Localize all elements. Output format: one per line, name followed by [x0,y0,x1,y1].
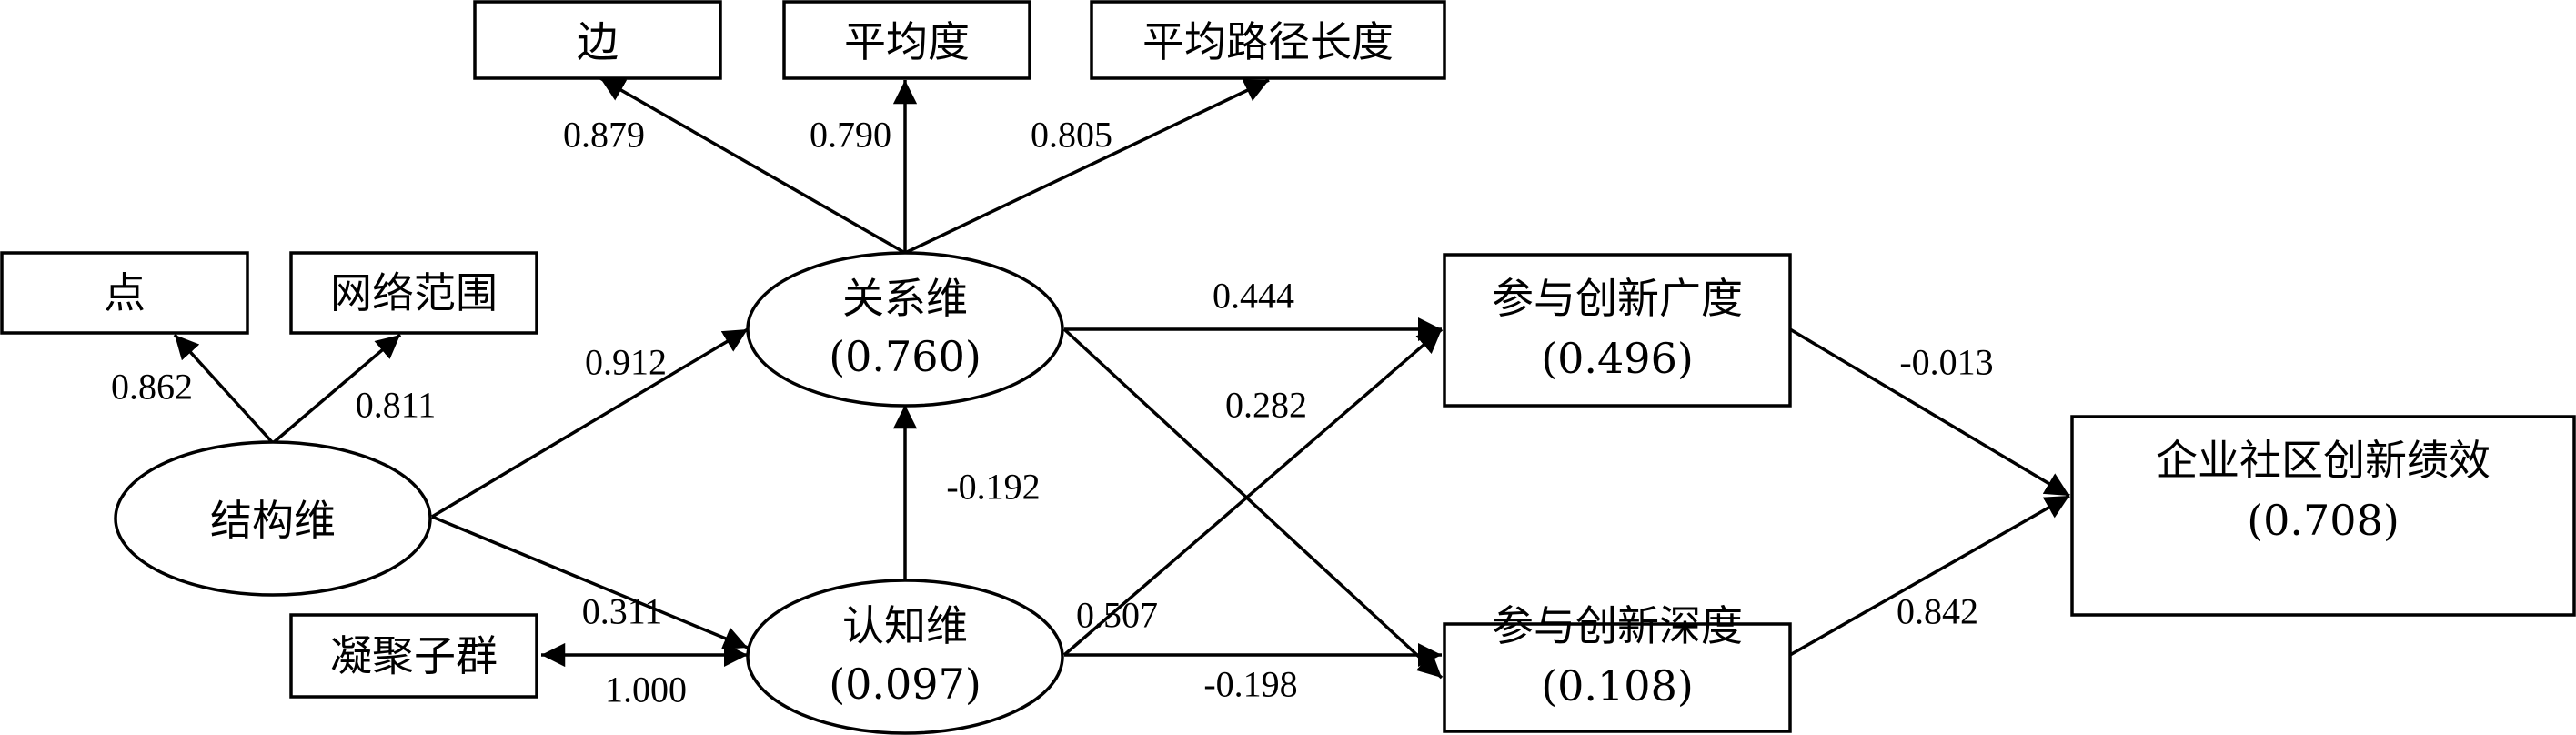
edge-guanxi-bian [599,76,906,255]
node-guanxiwei-label: 关系维 [842,274,968,323]
node-jiegouwei: 结构维 [114,440,432,597]
coef-bian: 0.879 [563,115,645,156]
edge-renzhi-guangdu [1062,327,1444,657]
node-ningju: 凝聚子群 [289,613,538,699]
node-guanxiwei-r2: (0.760) [829,332,981,381]
coef-pingjundu: 0.790 [810,115,891,156]
node-guangdu: 参与创新广度 (0.496) [1443,253,1792,408]
coef-guanxi-guangdu: 0.444 [1213,276,1294,317]
edge-guangdu-jixiao [1789,327,2070,498]
coef-guangdu-jixiao: -0.013 [1899,342,1993,383]
node-pingjundu: 平均度 [782,0,1031,80]
node-bian-label: 边 [577,17,619,66]
node-jixiao: 企业社区创新绩效 (0.708) [2070,415,2576,617]
coef-renzhi-guanxi: -0.192 [946,467,1040,508]
node-pingjunlujing: 平均路径长度 [1090,0,1446,80]
edges [173,76,2070,680]
node-jiegouwei-label: 结构维 [210,496,336,545]
edge-jiegou-dian [173,333,275,445]
node-ningju-label: 凝聚子群 [330,631,498,680]
node-wangluofanwei: 网络范围 [289,251,538,335]
coef-shendu-jixiao: 0.842 [1897,591,1978,632]
node-jixiao-label: 企业社区创新绩效 [2156,436,2490,485]
node-pingjundu-label: 平均度 [844,17,970,66]
coef-renzhi-shendu: -0.198 [1203,664,1297,705]
node-shendu: 参与创新深度 (0.108) [1443,601,1792,733]
coef-ningju: 1.000 [605,670,687,710]
node-wangluofanwei-label: 网络范围 [330,268,498,317]
edge-shendu-jixiao [1789,494,2070,657]
node-renzhiwei: 认知维 (0.097) [746,579,1064,735]
edge-guanxi-shendu [1062,327,1444,680]
node-guangdu-r2: (0.496) [1541,334,1694,383]
edge-jiegou-renzhi [431,515,749,650]
node-renzhiwei-r2: (0.097) [829,659,981,709]
coefficient-labels: 0.879 0.790 0.805 0.862 0.811 0.912 0.31… [111,115,1994,710]
coef-renzhi-guangdu: 0.507 [1076,595,1158,636]
node-guanxiwei: 关系维 (0.760) [746,251,1064,408]
node-jixiao-r2: (0.708) [2247,496,2400,545]
coef-jiegou-guanxi: 0.912 [585,342,667,383]
node-renzhiwei-label: 认知维 [842,601,968,650]
node-bian: 边 [473,0,722,80]
node-pingjunlujing-label: 平均路径长度 [1142,17,1394,66]
node-guangdu-label: 参与创新广度 [1492,274,1743,323]
coef-jiegou-renzhi: 0.311 [582,591,663,632]
coef-dian: 0.862 [111,367,193,408]
edge-guanxi-pingjunlujing [904,78,1270,255]
edge-jiegou-guanxi [431,327,749,519]
node-dian-label: 点 [104,268,146,317]
coef-wangluofanwei: 0.811 [356,385,437,426]
coef-pingjunlujing: 0.805 [1031,115,1112,156]
node-dian: 点 [0,251,249,335]
coef-guanxi-shendu: 0.282 [1225,385,1307,426]
edge-jiegou-wangluofanwei [271,333,402,445]
node-shendu-r2: (0.108) [1541,661,1694,710]
node-shendu-label: 参与创新深度 [1492,601,1743,650]
